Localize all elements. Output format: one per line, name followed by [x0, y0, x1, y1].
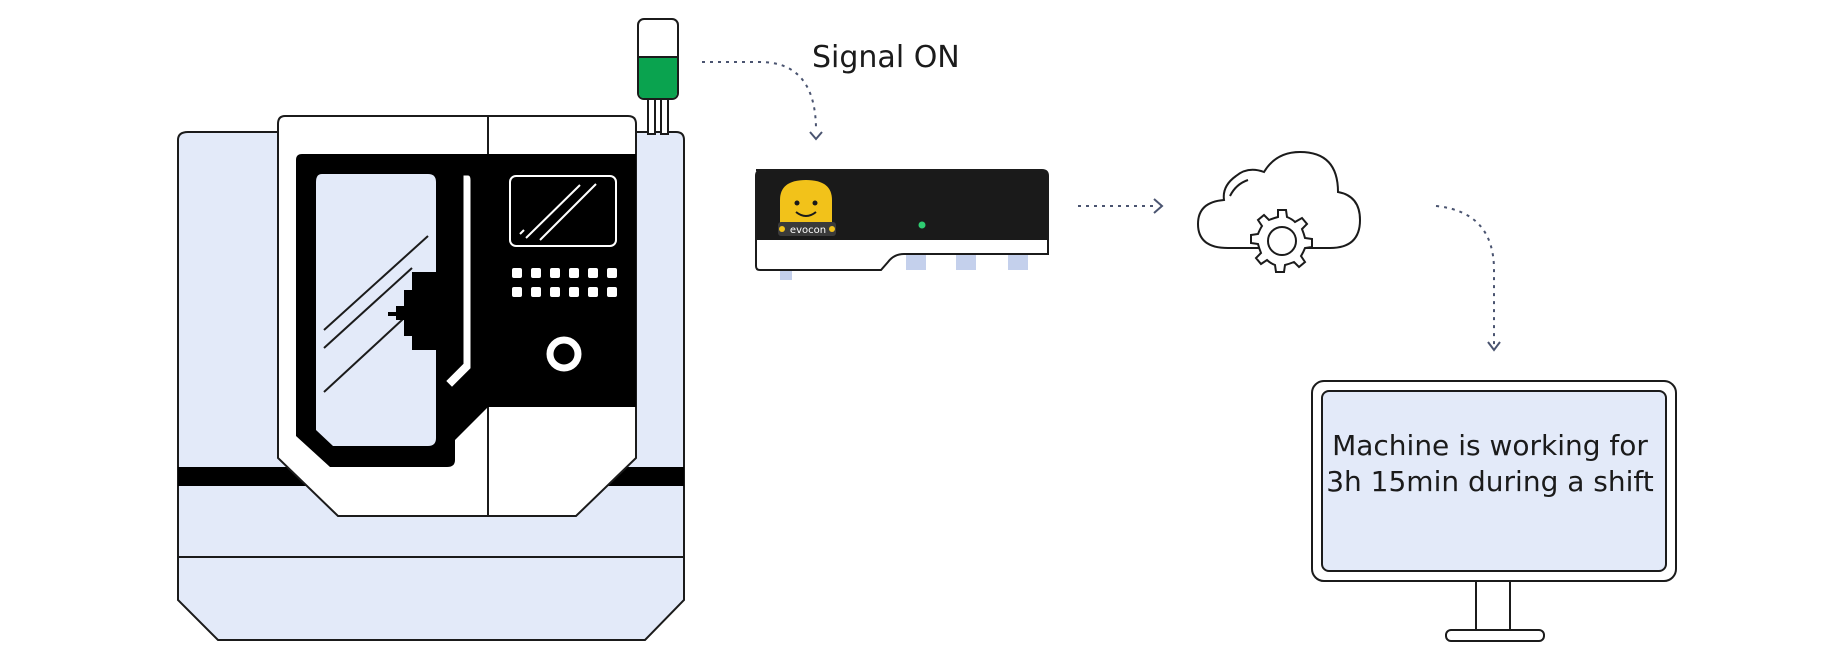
door-handle	[446, 175, 471, 387]
device-brand-label: evocon	[790, 225, 826, 236]
cnc-machine	[177, 18, 685, 641]
monitor-icon	[1311, 380, 1677, 642]
device-ports	[780, 254, 1028, 280]
evocon-device: evocon	[755, 169, 1049, 280]
arrow-signal-to-device	[702, 61, 823, 141]
monitor-message: Machine is working for 3h 15min during a…	[1326, 429, 1654, 498]
arrow-cloud-to-monitor	[1435, 205, 1501, 352]
control-knob	[546, 336, 582, 372]
control-screen	[509, 175, 617, 247]
stack-light-icon	[637, 18, 679, 135]
cloud-gear-icon	[1196, 150, 1362, 273]
arrow-device-to-cloud	[1078, 198, 1164, 214]
spindle	[396, 272, 436, 350]
door-window	[316, 174, 436, 446]
device-status-led	[918, 221, 926, 229]
keypad	[512, 268, 617, 297]
signal-on-label: Signal ON	[812, 40, 960, 75]
gear-icon	[1250, 209, 1313, 273]
mascot-icon	[778, 180, 836, 236]
